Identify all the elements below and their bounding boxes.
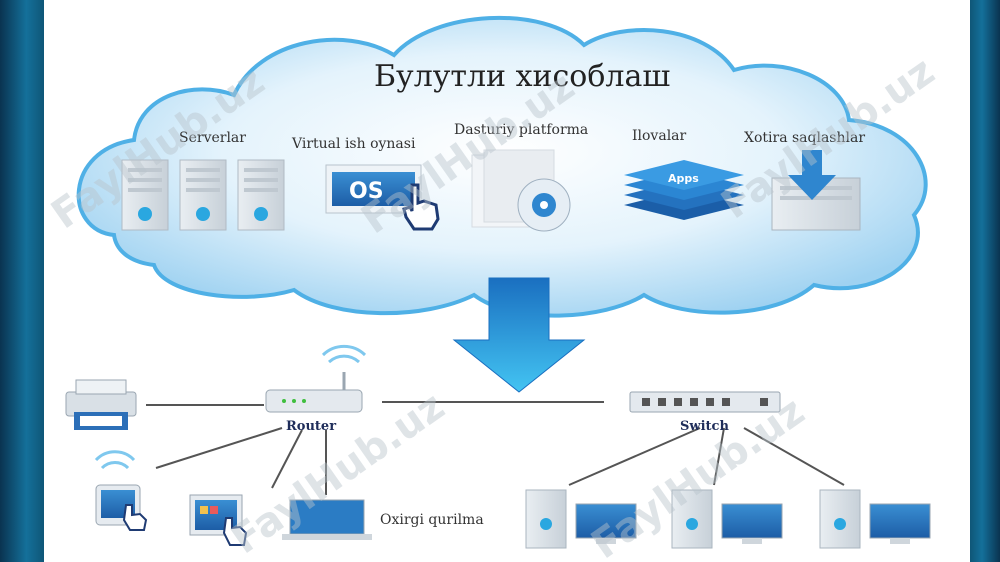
servers-icon: [121, 159, 285, 231]
network-links: [146, 401, 845, 495]
workstation-icon: [819, 489, 931, 549]
touch-screen-icon: [189, 494, 248, 546]
end-devices-label: Oxirgi qurilma: [380, 512, 484, 528]
laptop-icon: [282, 499, 372, 540]
storage-download-icon: [771, 150, 861, 231]
slide-panel: Булутли хисоблаш Serverlar Virtual ish o…: [44, 0, 970, 562]
service-label-virtual: Virtual ish oynasi: [291, 136, 416, 152]
service-label-apps: Ilovalar: [632, 128, 687, 144]
hand-pointer-icon: [402, 183, 440, 231]
workstation-icon: [671, 489, 783, 549]
router-icon: [265, 344, 367, 413]
diagram-title: Булутли хисоблаш: [374, 59, 670, 94]
switch-icon: [629, 391, 781, 413]
cloud-computing-diagram: Булутли хисоблаш Serverlar Virtual ish o…: [44, 15, 943, 562]
tablet-icon: [94, 450, 148, 531]
platform-disc-icon: [471, 149, 571, 232]
right-frame-decoration: [970, 0, 1000, 562]
router-label: Router: [286, 419, 336, 434]
service-label-servers: Serverlar: [179, 130, 246, 146]
workstation-icon: [525, 489, 637, 549]
switch-label: Switch: [680, 419, 729, 434]
apps-badge-text: Apps: [668, 172, 699, 185]
left-frame-decoration: [0, 0, 44, 562]
service-label-platform: Dasturiy platforma: [454, 122, 588, 138]
service-label-storage: Xotira saqlashlar: [744, 130, 865, 146]
virtual-desktop-icon: OS: [325, 164, 422, 214]
os-badge-text: OS: [349, 179, 384, 204]
down-arrow: [452, 277, 586, 393]
printer-icon: [65, 379, 137, 430]
apps-stack-icon: Apps: [624, 160, 744, 220]
